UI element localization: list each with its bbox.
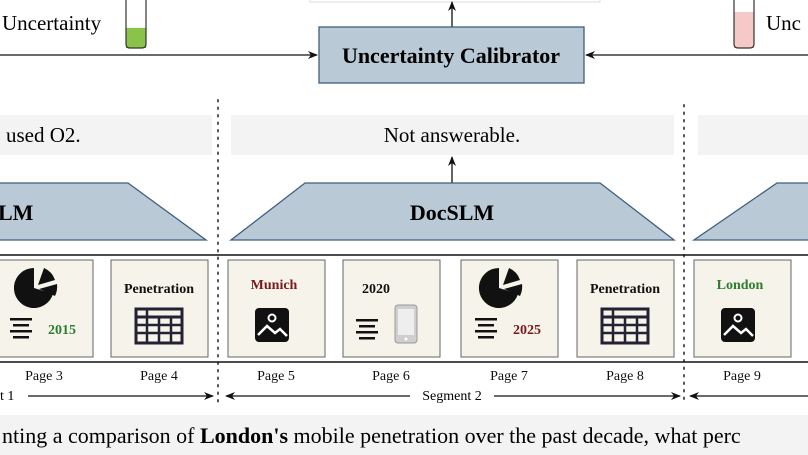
image-icon (719, 306, 757, 344)
answer-left: used O2. (6, 123, 81, 147)
answer-box-middle (231, 115, 674, 155)
calibrator-label: Uncertainty Calibrator (342, 43, 560, 68)
model-middle-label: DocSLM (410, 200, 495, 225)
image-icon (253, 306, 291, 344)
page-title: Penetration (590, 282, 660, 297)
page-label: Page 3 (25, 369, 63, 384)
left-uncertainty-label: Uncertainty (2, 11, 102, 35)
page-title: London (717, 278, 764, 293)
right-uncertainty-gauge (733, 0, 755, 49)
page-title: Munich (251, 278, 298, 293)
page-label: Page 4 (140, 369, 178, 384)
page-label: Page 7 (490, 369, 528, 384)
model-left-label: LM (0, 200, 34, 225)
page-label: Page 5 (257, 369, 295, 384)
right-uncertainty-label: Unc (766, 11, 801, 35)
answer-box-right (698, 115, 808, 155)
page-thumbnail (342, 259, 441, 358)
output-box (309, 0, 601, 3)
model-middle (229, 182, 676, 241)
page-label: Page 8 (606, 369, 644, 384)
model-right (691, 182, 808, 241)
model-left (0, 182, 208, 241)
question-bold: London's (200, 423, 288, 448)
tablet-icon (394, 304, 418, 344)
question-text: nting a comparison of London's mobile pe… (2, 423, 741, 448)
page-title: 2025 (513, 323, 541, 338)
page-title: Penetration (124, 282, 194, 297)
left-uncertainty-gauge (125, 0, 147, 49)
segment-left-label: t 1 (0, 389, 14, 404)
question-after: mobile penetration over the past decade,… (288, 423, 741, 448)
page-title: 2015 (48, 323, 76, 338)
question-bar (0, 415, 808, 455)
uncertainty-calibrator: Uncertainty Calibrator (318, 26, 585, 84)
answer-middle: Not answerable. (384, 123, 520, 147)
page-label: Page 9 (723, 369, 761, 384)
page-title: 2020 (362, 282, 390, 297)
segment-2-label: Segment 2 (422, 389, 482, 404)
answer-box-left (0, 115, 212, 155)
question-before: nting a comparison of (2, 423, 200, 448)
page-label: Page 6 (372, 369, 410, 384)
